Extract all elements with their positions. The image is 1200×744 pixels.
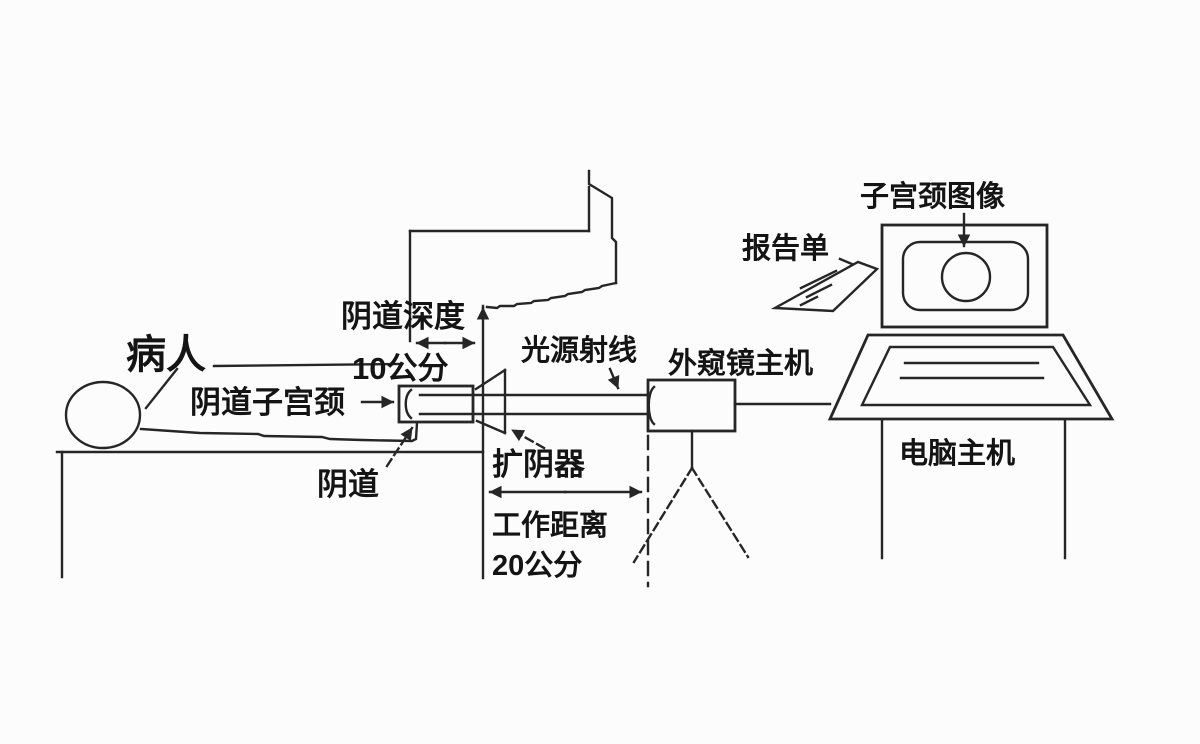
keyboard-outer bbox=[827, 333, 1115, 421]
cervix-image-label: 子宫颈图像 bbox=[860, 179, 1005, 213]
computer-table bbox=[827, 333, 1115, 560]
vaginal-depth-value: 10公分 bbox=[352, 351, 448, 386]
vaginal-cervix-label: 阴道子宫颈 bbox=[190, 385, 345, 420]
speculum-label: 扩阴器 bbox=[492, 447, 586, 482]
colposcope-camera bbox=[632, 378, 832, 588]
patient-body-line bbox=[139, 421, 419, 443]
patient-label-leader bbox=[144, 367, 179, 410]
patient-upper-body-line bbox=[212, 362, 402, 368]
vagina-speculum-assembly bbox=[397, 368, 650, 435]
camera-lens-arc bbox=[647, 385, 656, 426]
computer-main-unit-label: 电脑主机 bbox=[899, 437, 1015, 470]
boom-arm-stepped-cable bbox=[485, 281, 618, 310]
exam-table bbox=[55, 304, 485, 580]
report-sheet-outline bbox=[770, 260, 880, 313]
colposcope-main-unit-label: 外窥镜主机 bbox=[668, 346, 813, 380]
working-distance-value: 20公分 bbox=[492, 549, 582, 582]
camera-body bbox=[646, 378, 737, 433]
report-sheet-label: 报告单 bbox=[742, 232, 829, 265]
computer-monitor bbox=[880, 212, 1049, 329]
patient-label: 病人 bbox=[126, 333, 206, 377]
vaginal-depth-label: 阴道深度 bbox=[341, 299, 465, 334]
vagina-pointer-arrow bbox=[385, 426, 414, 468]
vagina-label: 阴道 bbox=[317, 467, 379, 502]
tripod-left-leg bbox=[632, 466, 694, 564]
boom-arm-outline bbox=[587, 169, 618, 285]
report-text-line-2 bbox=[805, 283, 833, 299]
light-source-ray-label: 光源射线 bbox=[521, 334, 637, 367]
cervix-image-circle bbox=[940, 251, 992, 303]
report-sheet bbox=[770, 257, 880, 313]
cervix-inner-arc bbox=[404, 388, 413, 420]
tripod-right-leg bbox=[690, 466, 750, 559]
light-ray-pointer-arrow bbox=[607, 367, 620, 390]
working-distance-label: 工作距离 bbox=[492, 508, 608, 542]
patient-figure bbox=[64, 362, 419, 450]
report-text-line-3 bbox=[799, 295, 819, 307]
vagina-rect bbox=[397, 384, 475, 424]
patient-head bbox=[64, 380, 142, 450]
speculum-flare-bottom bbox=[475, 419, 507, 435]
report-label-leader bbox=[838, 257, 854, 266]
speculum-pointer-arrow bbox=[510, 428, 546, 450]
keyboard-inner bbox=[860, 345, 1093, 407]
report-text-line-1 bbox=[799, 269, 838, 290]
speculum-flare-top bbox=[474, 368, 507, 391]
